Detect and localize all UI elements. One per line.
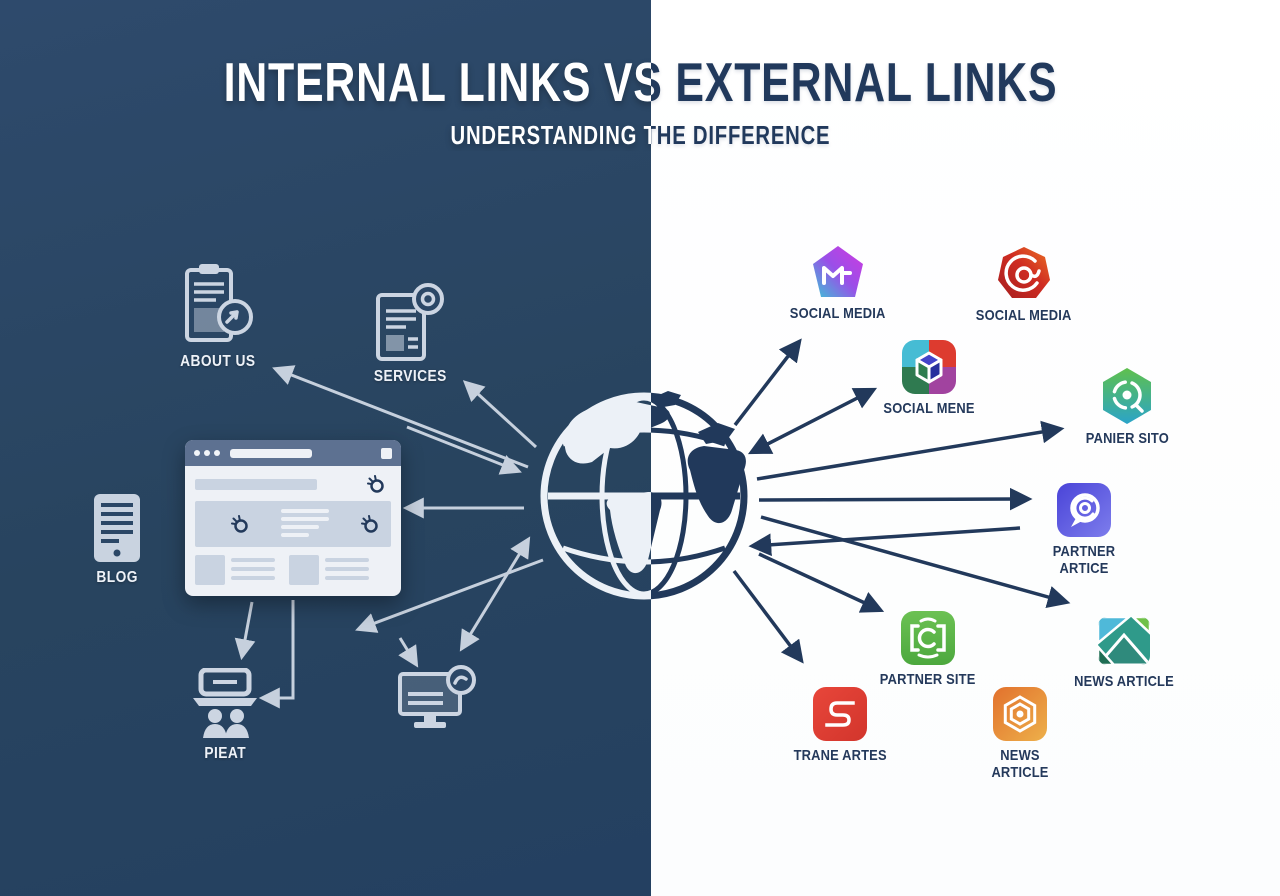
hero-text-placeholder (281, 509, 329, 537)
node-label: NEWS ARTICLE (991, 747, 1049, 781)
node-partner-artice: PARTNER ARTICE (1024, 481, 1144, 578)
node-blog: BLOG (57, 492, 177, 587)
browser-titlebar (185, 440, 401, 466)
heptagon-at-icon (998, 247, 1050, 298)
page-title: INTERNAL LINKS VS EXTERNAL LINKS INTERNA… (0, 50, 1280, 116)
browser-content (185, 466, 401, 594)
image-placeholder (289, 555, 319, 585)
node-label: NEWS ARTICLE (1074, 673, 1174, 690)
node-pieat: PIEAT (165, 668, 285, 763)
envelope-facets-icon (1098, 617, 1150, 665)
window-button-icon (381, 447, 392, 459)
arrow-globe-to-partner-artice (758, 487, 1033, 511)
node-label: PARTNER ARTICE (1052, 543, 1116, 577)
arrow-globe-to-services (462, 380, 538, 449)
pentagon-m-icon (813, 246, 863, 297)
wireframe-columns (195, 555, 391, 585)
node-label: SOCIAL MEDIA (790, 305, 886, 322)
arrow-globe-to-social-media-purple (733, 338, 802, 427)
wireframe-hero (195, 501, 391, 547)
page-title-dark-half: INTERNAL LINKS VS EXTERNAL LINKS (223, 51, 1057, 113)
arrow-globe-to-news-envelope (760, 515, 1071, 609)
node-monitor (393, 664, 483, 734)
page-subtitle: UNDERSTANDING THE DIFFERENCE UNDERSTANDI… (0, 120, 1280, 154)
url-bar (230, 448, 312, 458)
node-news-article-envelope: NEWS ARTICLE (1064, 611, 1184, 691)
text-placeholder (325, 555, 369, 585)
node-label: BLOG (96, 569, 138, 586)
node-label: TRANE ARTES (793, 747, 887, 764)
node-label: PARTNER SITE (880, 671, 976, 688)
window-dot-icon (194, 450, 200, 456)
node-label: PIEAT (204, 745, 246, 762)
arrow-globe-to-about-us (272, 365, 529, 469)
arrow-globe-social-mene-bidirectional (747, 387, 878, 455)
arrow-website-elbow-to-pieat (258, 600, 295, 709)
node-label: SERVICES (373, 368, 447, 385)
node-services: SERVICES (350, 283, 470, 386)
s-glyph-icon (813, 687, 867, 741)
window-dot-icon (214, 450, 220, 456)
node-panier-sito: PANIER SITO (1067, 366, 1187, 448)
window-dot-icon (204, 450, 210, 456)
internal-link-arrows (234, 365, 544, 709)
page-title-light-half: INTERNAL LINKS VS EXTERNAL LINKS (223, 51, 1057, 113)
node-news-article-orange: NEWS ARTICLE (968, 685, 1072, 782)
wireframe-navbar (195, 475, 391, 493)
hexagon-refresh-icon (1103, 368, 1151, 424)
chat-at-icon (1057, 483, 1111, 537)
arrow-globe-to-panier-sito (756, 420, 1065, 481)
monitor-badge-icon (398, 665, 476, 728)
node-trane-artes: TRANE ARTES (780, 685, 900, 765)
node-label: SOCIAL MENE (883, 400, 975, 417)
cube-quadrant-icon (902, 340, 956, 394)
globe-icon (544, 391, 746, 596)
node-label: ABOUT US (180, 353, 256, 370)
image-placeholder (195, 555, 225, 585)
camera-brackets-icon (901, 611, 955, 665)
laptop-team-icon (193, 668, 257, 738)
hexagon-rings-icon (993, 687, 1047, 741)
page-subtitle-dark-half: UNDERSTANDING THE DIFFERENCE (450, 120, 830, 150)
click-cursor-icon (361, 515, 378, 533)
arrow-website-to-pieat (234, 601, 256, 661)
document-gear-icon (376, 283, 444, 361)
click-cursor-icon (231, 515, 248, 533)
node-social-media-red: SOCIAL MEDIA (964, 245, 1084, 325)
nav-placeholder (195, 478, 317, 490)
external-link-arrows (732, 338, 1071, 664)
arrow-globe-monitor-bidirectional (459, 536, 531, 652)
node-label: PANIER SITO (1085, 430, 1169, 447)
arrow-globe-to-partner-site (758, 552, 885, 613)
arrow-services-to-globe (406, 425, 522, 475)
node-social-mene: SOCIAL MENE (869, 338, 989, 418)
node-social-media-purple: SOCIAL MEDIA (778, 243, 898, 323)
text-placeholder (231, 555, 275, 585)
page-subtitle-light-half: UNDERSTANDING THE DIFFERENCE (450, 120, 830, 150)
arrow-to-monitor (398, 637, 419, 668)
node-partner-site: PARTNER SITE (868, 609, 988, 689)
node-label: SOCIAL MEDIA (976, 307, 1072, 324)
clipboard-report-icon (185, 264, 253, 342)
browser-window-wireframe (185, 440, 401, 596)
tablet-article-icon (94, 494, 140, 562)
arrow-globe-to-trane-artes (732, 569, 804, 664)
click-cursor-icon (367, 475, 384, 493)
node-about-us: ABOUT US (158, 262, 278, 371)
arrow-return-to-globe (748, 526, 1021, 557)
